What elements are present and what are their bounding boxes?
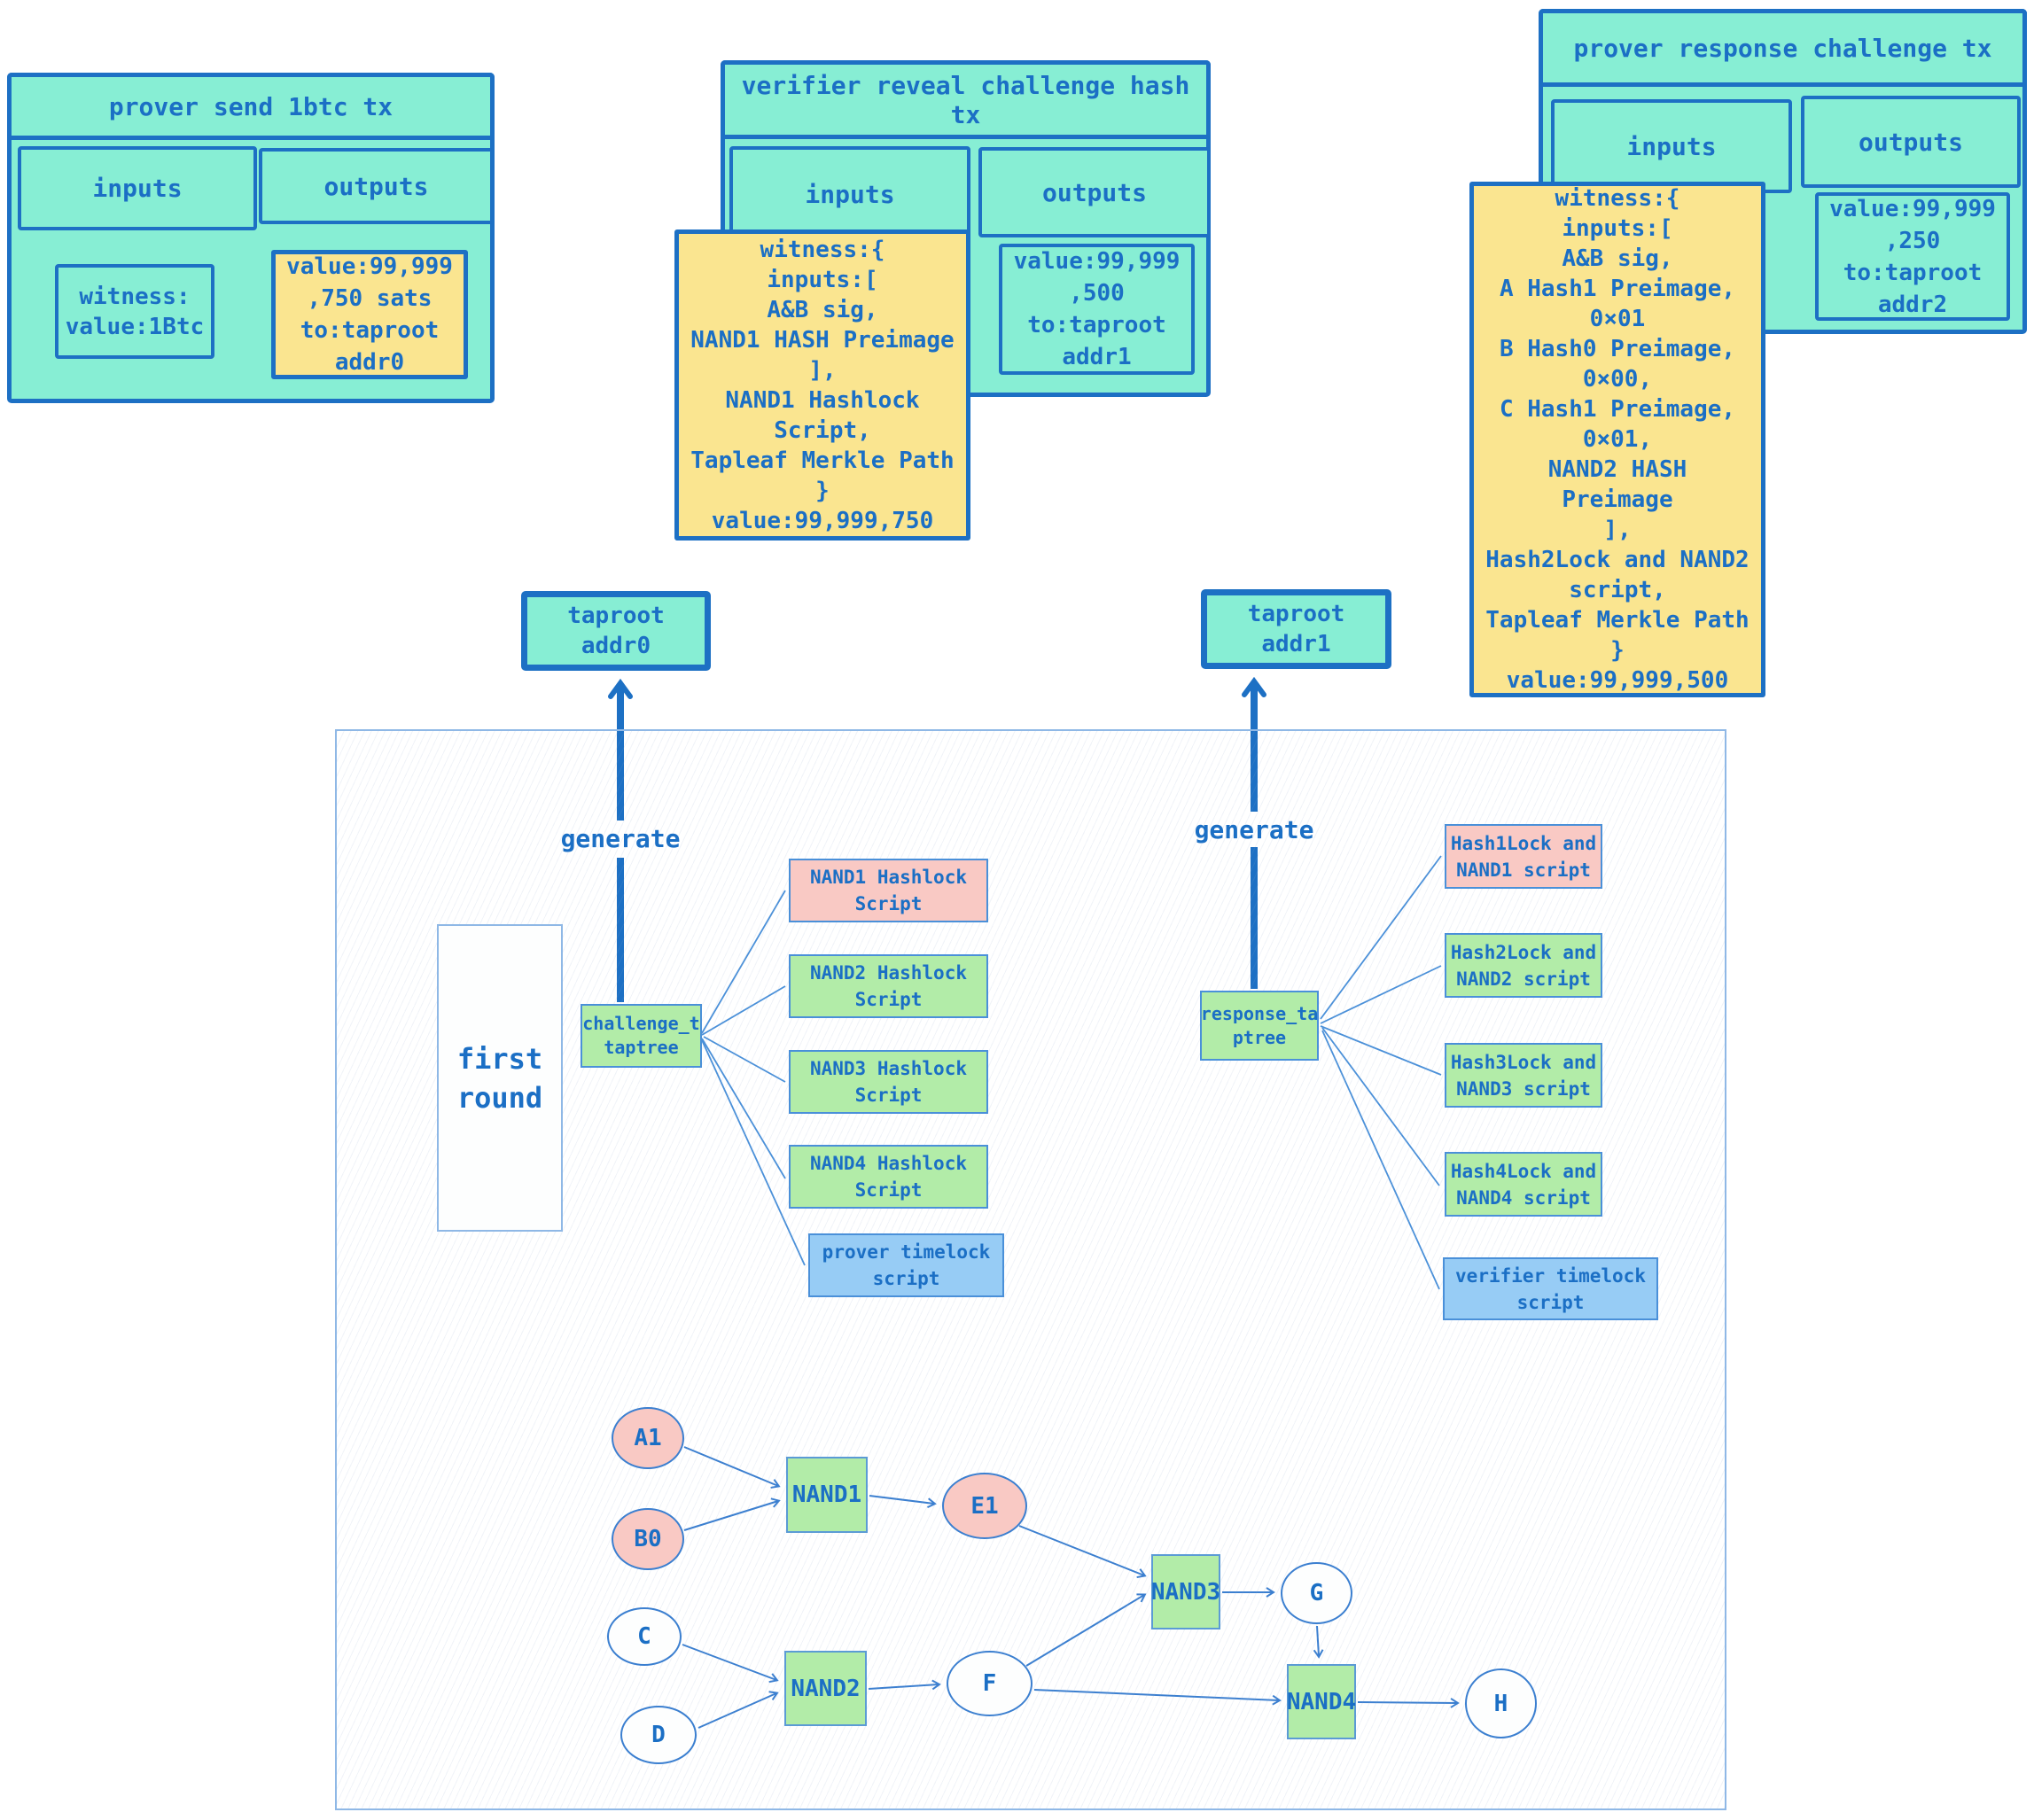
tx-verifier-reveal-title: verifier reveal challenge hash tx	[721, 60, 1211, 139]
tx2-output-value-box: value:99,999 ,500 to:taproot addr1	[999, 244, 1195, 375]
tx-prover-send-title: prover send 1btc tx	[7, 73, 495, 140]
tx1-inputs-header: inputs	[18, 146, 257, 230]
taproot-addr0-box: taproot addr0	[521, 591, 711, 671]
circuit-node-c: C	[607, 1607, 682, 1666]
leaf-nand3-hashlock-script: NAND3 Hashlock Script	[789, 1050, 988, 1114]
tx1-outputs-header: outputs	[259, 148, 494, 224]
tx-prover-response-title: prover response challenge tx	[1539, 9, 2027, 87]
circuit-node-d: D	[620, 1706, 697, 1764]
taproot-addr1-box: taproot addr1	[1201, 589, 1391, 669]
circuit-node-b0: B0	[612, 1508, 684, 1570]
circuit-gate-nand2: NAND2	[784, 1651, 867, 1726]
generate-label-right: generate	[1194, 814, 1314, 844]
leaf-hash3lock-nand3-script: Hash3Lock and NAND3 script	[1445, 1043, 1602, 1108]
tx2-outputs-header: outputs	[978, 147, 1211, 237]
tx2-witness-box: witness:{ inputs:[ A&B sig, NAND1 HASH P…	[674, 229, 970, 541]
leaf-prover-timelock-script: prover timelock script	[808, 1233, 1004, 1297]
tx3-output-value-box: value:99,999 ,250 to:taproot addr2	[1815, 192, 2010, 321]
tx3-outputs-header: outputs	[1801, 96, 2021, 188]
generate-label-left: generate	[560, 823, 681, 853]
tx2-inputs-header: inputs	[729, 146, 970, 243]
circuit-node-f: F	[947, 1651, 1033, 1716]
tx1-witness-box: witness: value:1Btc	[55, 264, 214, 359]
circuit-node-g: G	[1281, 1562, 1352, 1624]
leaf-hash4lock-nand4-script: Hash4Lock and NAND4 script	[1445, 1152, 1602, 1217]
leaf-hash2lock-nand2-script: Hash2Lock and NAND2 script	[1445, 933, 1602, 998]
leaf-hash1lock-nand1-script: Hash1Lock and NAND1 script	[1445, 824, 1602, 889]
circuit-node-e1: E1	[942, 1473, 1027, 1539]
circuit-node-a1: A1	[612, 1407, 684, 1469]
tx3-witness-box: witness:{ inputs:[ A&B sig, A Hash1 Prei…	[1469, 182, 1765, 697]
circuit-gate-nand3: NAND3	[1151, 1554, 1220, 1629]
first-round-label-box: first round	[437, 924, 563, 1232]
response-taptree-node: response_ta ptree	[1200, 991, 1319, 1061]
tx3-inputs-header: inputs	[1551, 99, 1792, 193]
leaf-nand4-hashlock-script: NAND4 Hashlock Script	[789, 1145, 988, 1209]
leaf-nand2-hashlock-script: NAND2 Hashlock Script	[789, 954, 988, 1018]
circuit-gate-nand4: NAND4	[1287, 1664, 1356, 1739]
leaf-verifier-timelock-script: verifier timelock script	[1443, 1257, 1658, 1320]
challenge-taptree-node: challenge_t taptree	[581, 1004, 702, 1068]
tx1-output-value-box: value:99,999 ,750 sats to:taproot addr0	[271, 250, 468, 379]
circuit-node-h: H	[1465, 1668, 1537, 1738]
leaf-nand1-hashlock-script: NAND1 Hashlock Script	[789, 859, 988, 922]
circuit-gate-nand1: NAND1	[786, 1457, 868, 1533]
